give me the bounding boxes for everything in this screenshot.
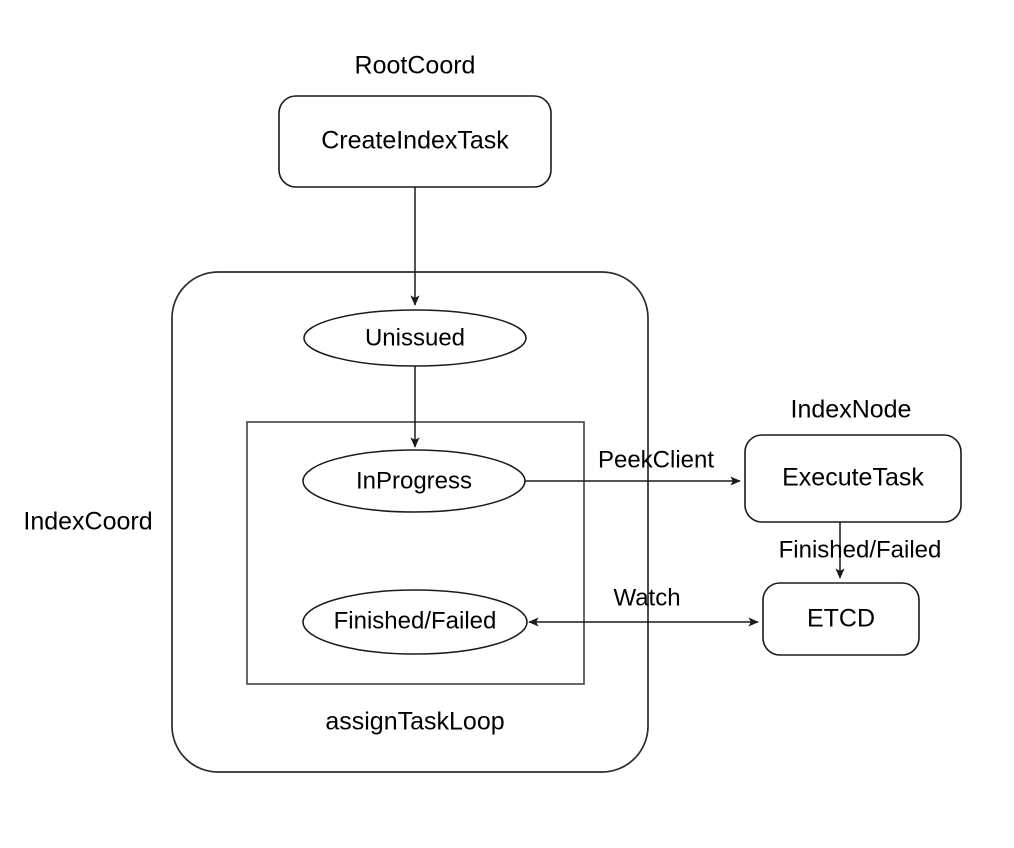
state-label-unissued: Unissued bbox=[365, 324, 465, 351]
edge-label-watch: Watch bbox=[613, 584, 680, 611]
node-label-create-index-task: CreateIndexTask bbox=[321, 127, 509, 155]
state-label-finished-failed: Finished/Failed bbox=[334, 607, 497, 634]
group-label-assign-task-loop: assignTaskLoop bbox=[325, 708, 504, 736]
group-label-root-coord: RootCoord bbox=[355, 52, 476, 80]
edge-label-finished-failed: Finished/Failed bbox=[779, 536, 942, 563]
edge-label-peek-client: PeekClient bbox=[598, 446, 714, 473]
group-label-index-node: IndexNode bbox=[791, 396, 912, 424]
node-label-execute-task: ExecuteTask bbox=[782, 464, 924, 492]
state-label-in-progress: InProgress bbox=[356, 467, 472, 494]
node-label-etcd: ETCD bbox=[807, 605, 875, 633]
group-label-index-coord: IndexCoord bbox=[23, 508, 152, 536]
group-index-coord[interactable] bbox=[171, 271, 649, 773]
node-etcd[interactable] bbox=[762, 582, 920, 656]
node-execute-task[interactable] bbox=[744, 434, 962, 523]
state-finished-failed[interactable] bbox=[302, 589, 528, 655]
